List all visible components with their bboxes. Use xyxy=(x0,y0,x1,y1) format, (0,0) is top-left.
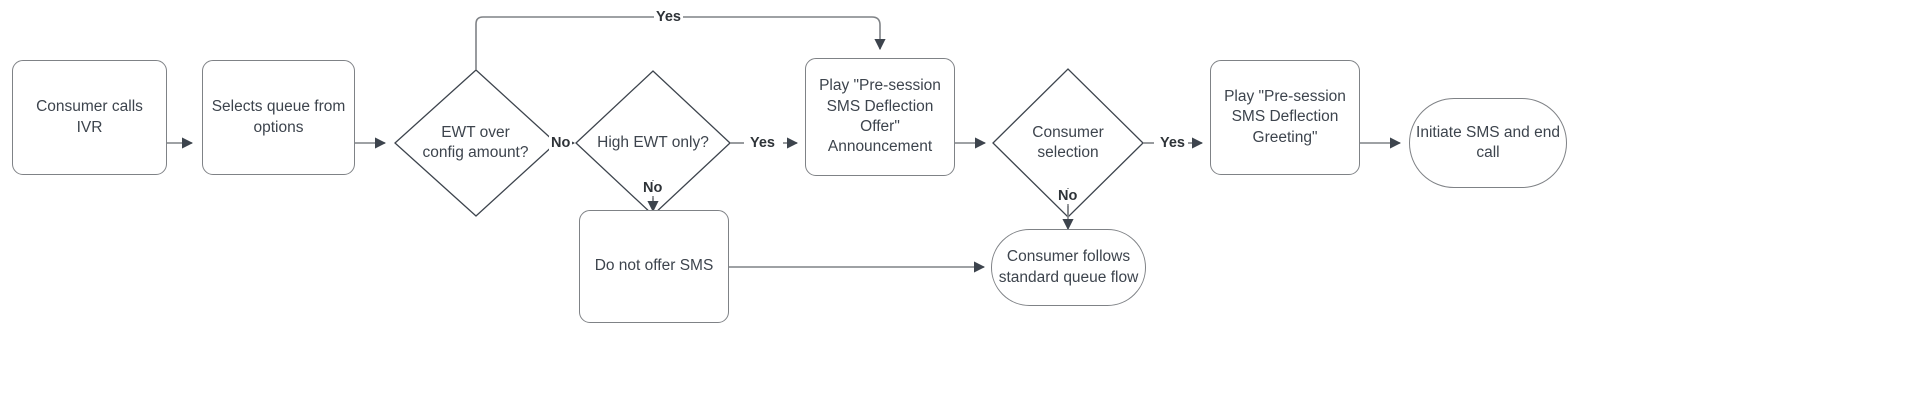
node-consumer-selection[interactable]: Consumer selection xyxy=(993,69,1143,217)
node-high-ewt-only[interactable]: High EWT only? xyxy=(576,71,730,215)
node-label: Play "Pre-session SMS Deflection Greetin… xyxy=(1224,87,1346,146)
node-selects-queue[interactable]: Selects queue from options xyxy=(202,60,355,175)
node-label: Consumer follows standard queue flow xyxy=(998,248,1139,286)
node-play-offer-announcement[interactable]: Play "Pre-session SMS Deflection Offer" … xyxy=(805,58,955,176)
node-label: Do not offer SMS xyxy=(594,257,714,275)
edge-label-yes-top: Yes xyxy=(654,9,683,25)
node-label: High EWT only? xyxy=(597,133,709,151)
node-play-greeting[interactable]: Play "Pre-session SMS Deflection Greetin… xyxy=(1210,60,1360,175)
edge-label-yes-selection: Yes xyxy=(1158,135,1187,151)
node-consumer-calls-ivr[interactable]: Consumer calls IVR xyxy=(12,60,167,175)
node-label: Play "Pre-session SMS Deflection Offer" … xyxy=(819,77,941,156)
node-ewt-over-config[interactable]: EWT over config amount? xyxy=(395,70,556,216)
node-label: Consumer selection xyxy=(1032,123,1104,161)
node-label: EWT over config amount? xyxy=(422,123,529,161)
node-do-not-offer-sms[interactable]: Do not offer SMS xyxy=(579,210,729,323)
node-label: Initiate SMS and end call xyxy=(1416,123,1560,161)
node-label: Consumer calls IVR xyxy=(36,98,143,136)
node-consumer-standard-queue[interactable]: Consumer follows standard queue flow xyxy=(991,229,1146,306)
edge-label-no-ewt: No xyxy=(549,135,573,151)
edge-label-no-high-ewt: No xyxy=(641,180,665,196)
node-label: Selects queue from options xyxy=(211,98,346,136)
edge-label-no-selection: No xyxy=(1056,188,1080,204)
edge-label-yes-high-ewt: Yes xyxy=(748,135,777,151)
node-initiate-sms-end-call[interactable]: Initiate SMS and end call xyxy=(1409,98,1567,188)
